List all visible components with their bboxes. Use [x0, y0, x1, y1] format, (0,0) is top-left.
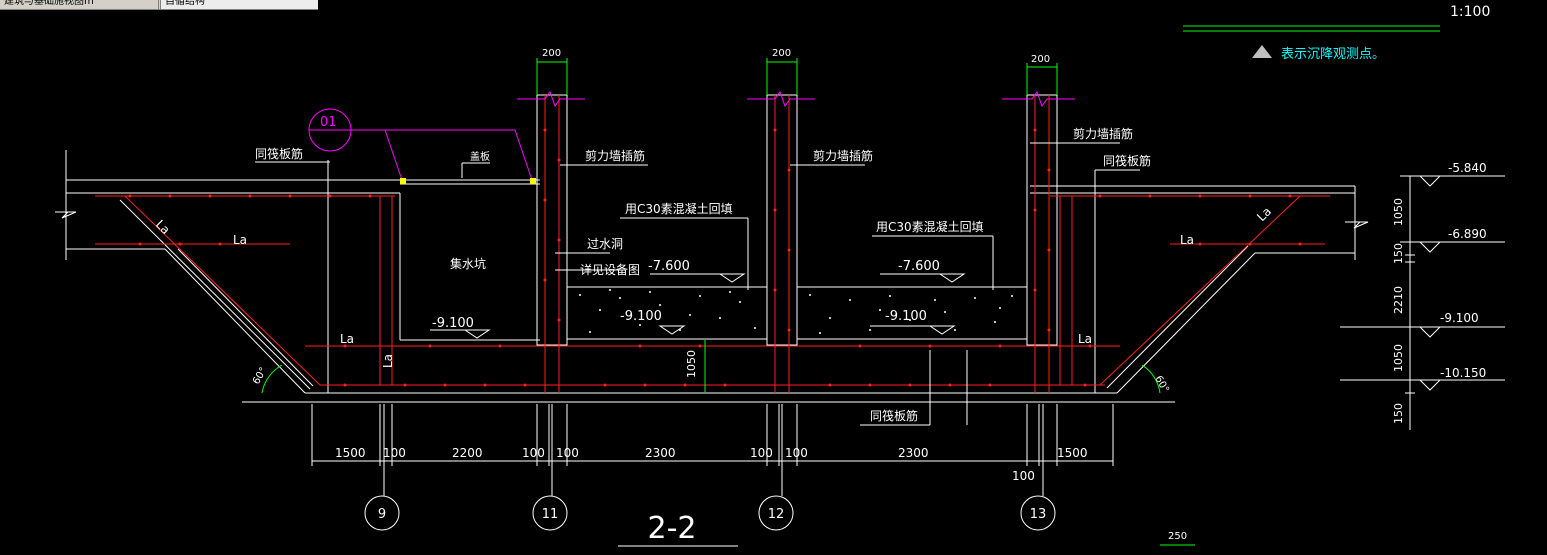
rebar-lines: [95, 195, 1330, 386]
dim-8: 100: [785, 446, 808, 460]
rebar-dots: [128, 128, 1302, 387]
label-leaders: [255, 142, 1140, 426]
inner-level-marks: [430, 273, 966, 392]
section-outline: [55, 150, 1369, 403]
grid-bubble-11: 11: [542, 507, 559, 522]
dim-6: 2300: [645, 446, 676, 460]
grid-bubble-texts: 9 11 12 13: [378, 507, 1046, 522]
dim-vertical-5: 150: [1392, 403, 1405, 424]
label-water-hole: 过水洞: [587, 237, 623, 251]
label-shear-wall-2: 剪力墙插筋: [813, 148, 873, 163]
grid-axes: [364, 404, 1056, 547]
dim-11: 1500: [1057, 446, 1088, 460]
level-right-3: -9.100: [1440, 311, 1479, 325]
label-cover: 盖板: [470, 150, 490, 163]
label-same-slab-bottom: 同筏板筋: [870, 408, 918, 423]
label-la-3: La: [1078, 332, 1092, 346]
dim-4: 100: [522, 446, 545, 460]
angle-arc-left: [261, 364, 283, 394]
document-tab-bar: 建筑与基础施视图m 自循结构: [0, 0, 318, 10]
grid-bubble-9: 9: [378, 507, 386, 522]
legend-text: 表示沉降观测点。: [1281, 47, 1385, 62]
level-inner-5: -9.100: [885, 309, 927, 324]
label-shear-wall-3: 剪力墙插筋: [1073, 126, 1133, 141]
level-right-1: -5.840: [1448, 161, 1487, 175]
callout-number: 01: [320, 115, 337, 130]
dimension-lines: [311, 58, 1195, 546]
label-la-2: La: [340, 332, 354, 346]
grid-bubble-12: 12: [768, 507, 785, 522]
dim-vertical-2: 150: [1392, 243, 1405, 264]
level-inner-4: -9.100: [620, 309, 662, 324]
dim-3: 2200: [452, 446, 483, 460]
dim-vertical-1: 1050: [1392, 198, 1405, 226]
settlement-triangle-icon: [1252, 45, 1272, 58]
label-shear-wall-1: 剪力墙插筋: [585, 148, 645, 163]
dim-vertical-4: 1050: [1392, 344, 1405, 372]
angle-right-text: 60°: [1152, 374, 1170, 395]
concrete-backfill: [566, 286, 1028, 340]
label-same-slab-right: 同筏板筋: [1103, 153, 1151, 168]
label-la-7: La: [381, 354, 395, 368]
angle-left-text: 60°: [251, 366, 269, 387]
label-la-5: La: [153, 217, 173, 237]
label-backfill-2: 用C30素混凝土回填: [876, 219, 984, 234]
level-inner-2: -7.600: [898, 259, 940, 274]
legend-area: 1:100 表示沉降观测点。: [1183, 4, 1490, 62]
dim-vertical-3: 2210: [1392, 286, 1405, 314]
dim-pit-depth: 1050: [685, 350, 698, 378]
label-la-1: La: [233, 233, 247, 247]
dim-5: 100: [556, 446, 579, 460]
label-same-slab-left: 同筏板筋: [255, 146, 303, 161]
drawing-labels: 同筏板筋 盖板 剪力墙插筋 剪力墙插筋 剪力墙插筋 同筏板筋 用C30素混凝土回…: [153, 126, 1274, 423]
grid-bubble-13: 13: [1030, 507, 1047, 522]
section-title: 2-2: [648, 511, 697, 546]
dim-2: 100: [383, 446, 406, 460]
dim-bottom-right: 250: [1168, 531, 1187, 542]
drawing-tab-1[interactable]: 建筑与基础施视图m: [0, 0, 159, 9]
level-right-4: -10.150: [1440, 366, 1486, 380]
level-inner-3: -9.100: [432, 316, 474, 331]
label-la-6: La: [1254, 204, 1274, 224]
dim-10: 100: [1012, 469, 1035, 483]
bottom-dimension-texts: 1500 100 2200 100 100 2300 100 100 2300 …: [335, 48, 1187, 542]
dim-9: 2300: [898, 446, 929, 460]
angle-arc-right: [1141, 364, 1161, 394]
level-right-2: -6.890: [1448, 227, 1487, 241]
right-level-texts: -5.840 -6.890 -9.100 -10.150 1050 150 22…: [1392, 161, 1487, 424]
shear-walls: [517, 90, 1075, 393]
right-elevations: [1340, 175, 1505, 430]
label-sump: 集水坑: [450, 256, 486, 271]
label-la-4: La: [1180, 233, 1194, 247]
label-see-equipment: 详见设备图: [580, 262, 640, 277]
drawing-tab-2[interactable]: 自循结构: [160, 0, 318, 9]
inner-level-texts: -7.600 -7.600 -9.100 -9.100 -9.100 1050: [432, 259, 940, 378]
detail-callout[interactable]: 01: [308, 108, 536, 184]
dim-top-3: 200: [1031, 54, 1050, 65]
scale-text: 1:100: [1450, 4, 1490, 20]
dim-top-1: 200: [542, 48, 561, 59]
dim-top-2: 200: [772, 48, 791, 59]
label-backfill-1: 用C30素混凝土回填: [625, 201, 733, 216]
dim-1: 1500: [335, 446, 366, 460]
level-inner-1: -7.600: [648, 259, 690, 274]
dim-7: 100: [750, 446, 773, 460]
